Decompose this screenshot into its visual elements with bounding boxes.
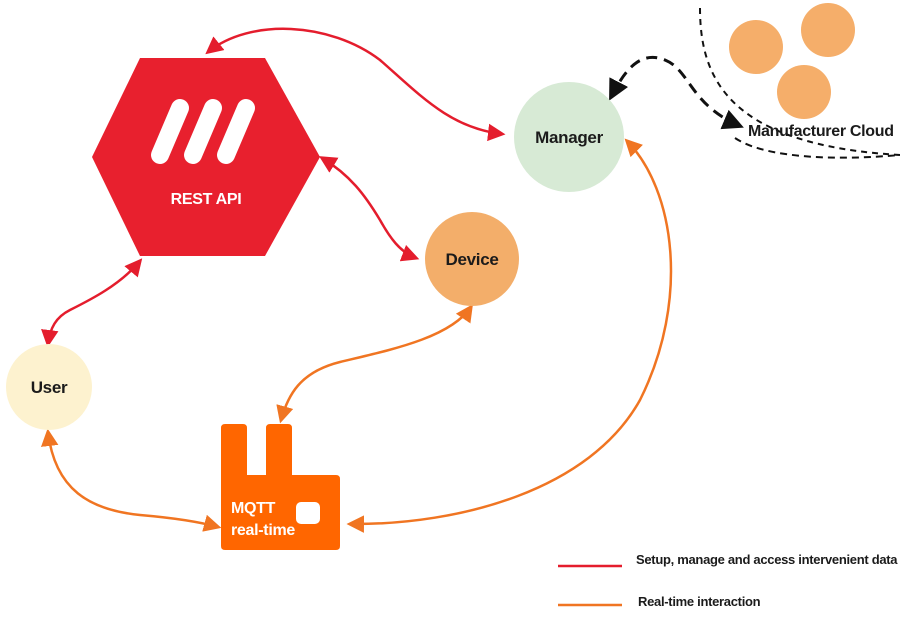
mqtt-node: MQTT real-time [221, 424, 340, 550]
rest-api-device-connection [319, 156, 420, 262]
manufacturer-cloud-dots [729, 3, 855, 119]
rest-api-label: REST API [171, 191, 242, 208]
device-label: Device [445, 250, 498, 269]
cloud-boundary-line [699, 7, 900, 156]
mqtt-window-shape [296, 502, 320, 524]
manager-node: Manager [514, 82, 624, 192]
rest-api-node: REST API [92, 58, 320, 256]
mqtt-label-line2: real-time [231, 522, 295, 539]
mqtt-label-line1: MQTT [231, 500, 276, 517]
legend-realtime-label: Real-time interaction [638, 594, 761, 609]
manager-cloud-connection [609, 55, 744, 130]
device-mqtt-connection [276, 304, 473, 424]
legend: Setup, manage and access intervenient da… [558, 552, 899, 609]
manager-label: Manager [535, 128, 603, 147]
rest-api-logo-icon [151, 99, 255, 164]
rest-api-manager-connection [205, 27, 506, 142]
legend-setup-label: Setup, manage and access intervenient da… [636, 552, 898, 567]
device-node: Device [425, 212, 519, 306]
manager-mqtt-connection [346, 138, 673, 533]
user-mqtt-connection [40, 428, 222, 532]
manufacturer-cloud-label: Manufacturer Cloud [748, 123, 894, 140]
cloud-bottom-dashed-line [734, 137, 900, 159]
user-label: User [31, 378, 68, 397]
rest-api-user-connection [41, 258, 143, 348]
user-node: User [6, 344, 92, 430]
